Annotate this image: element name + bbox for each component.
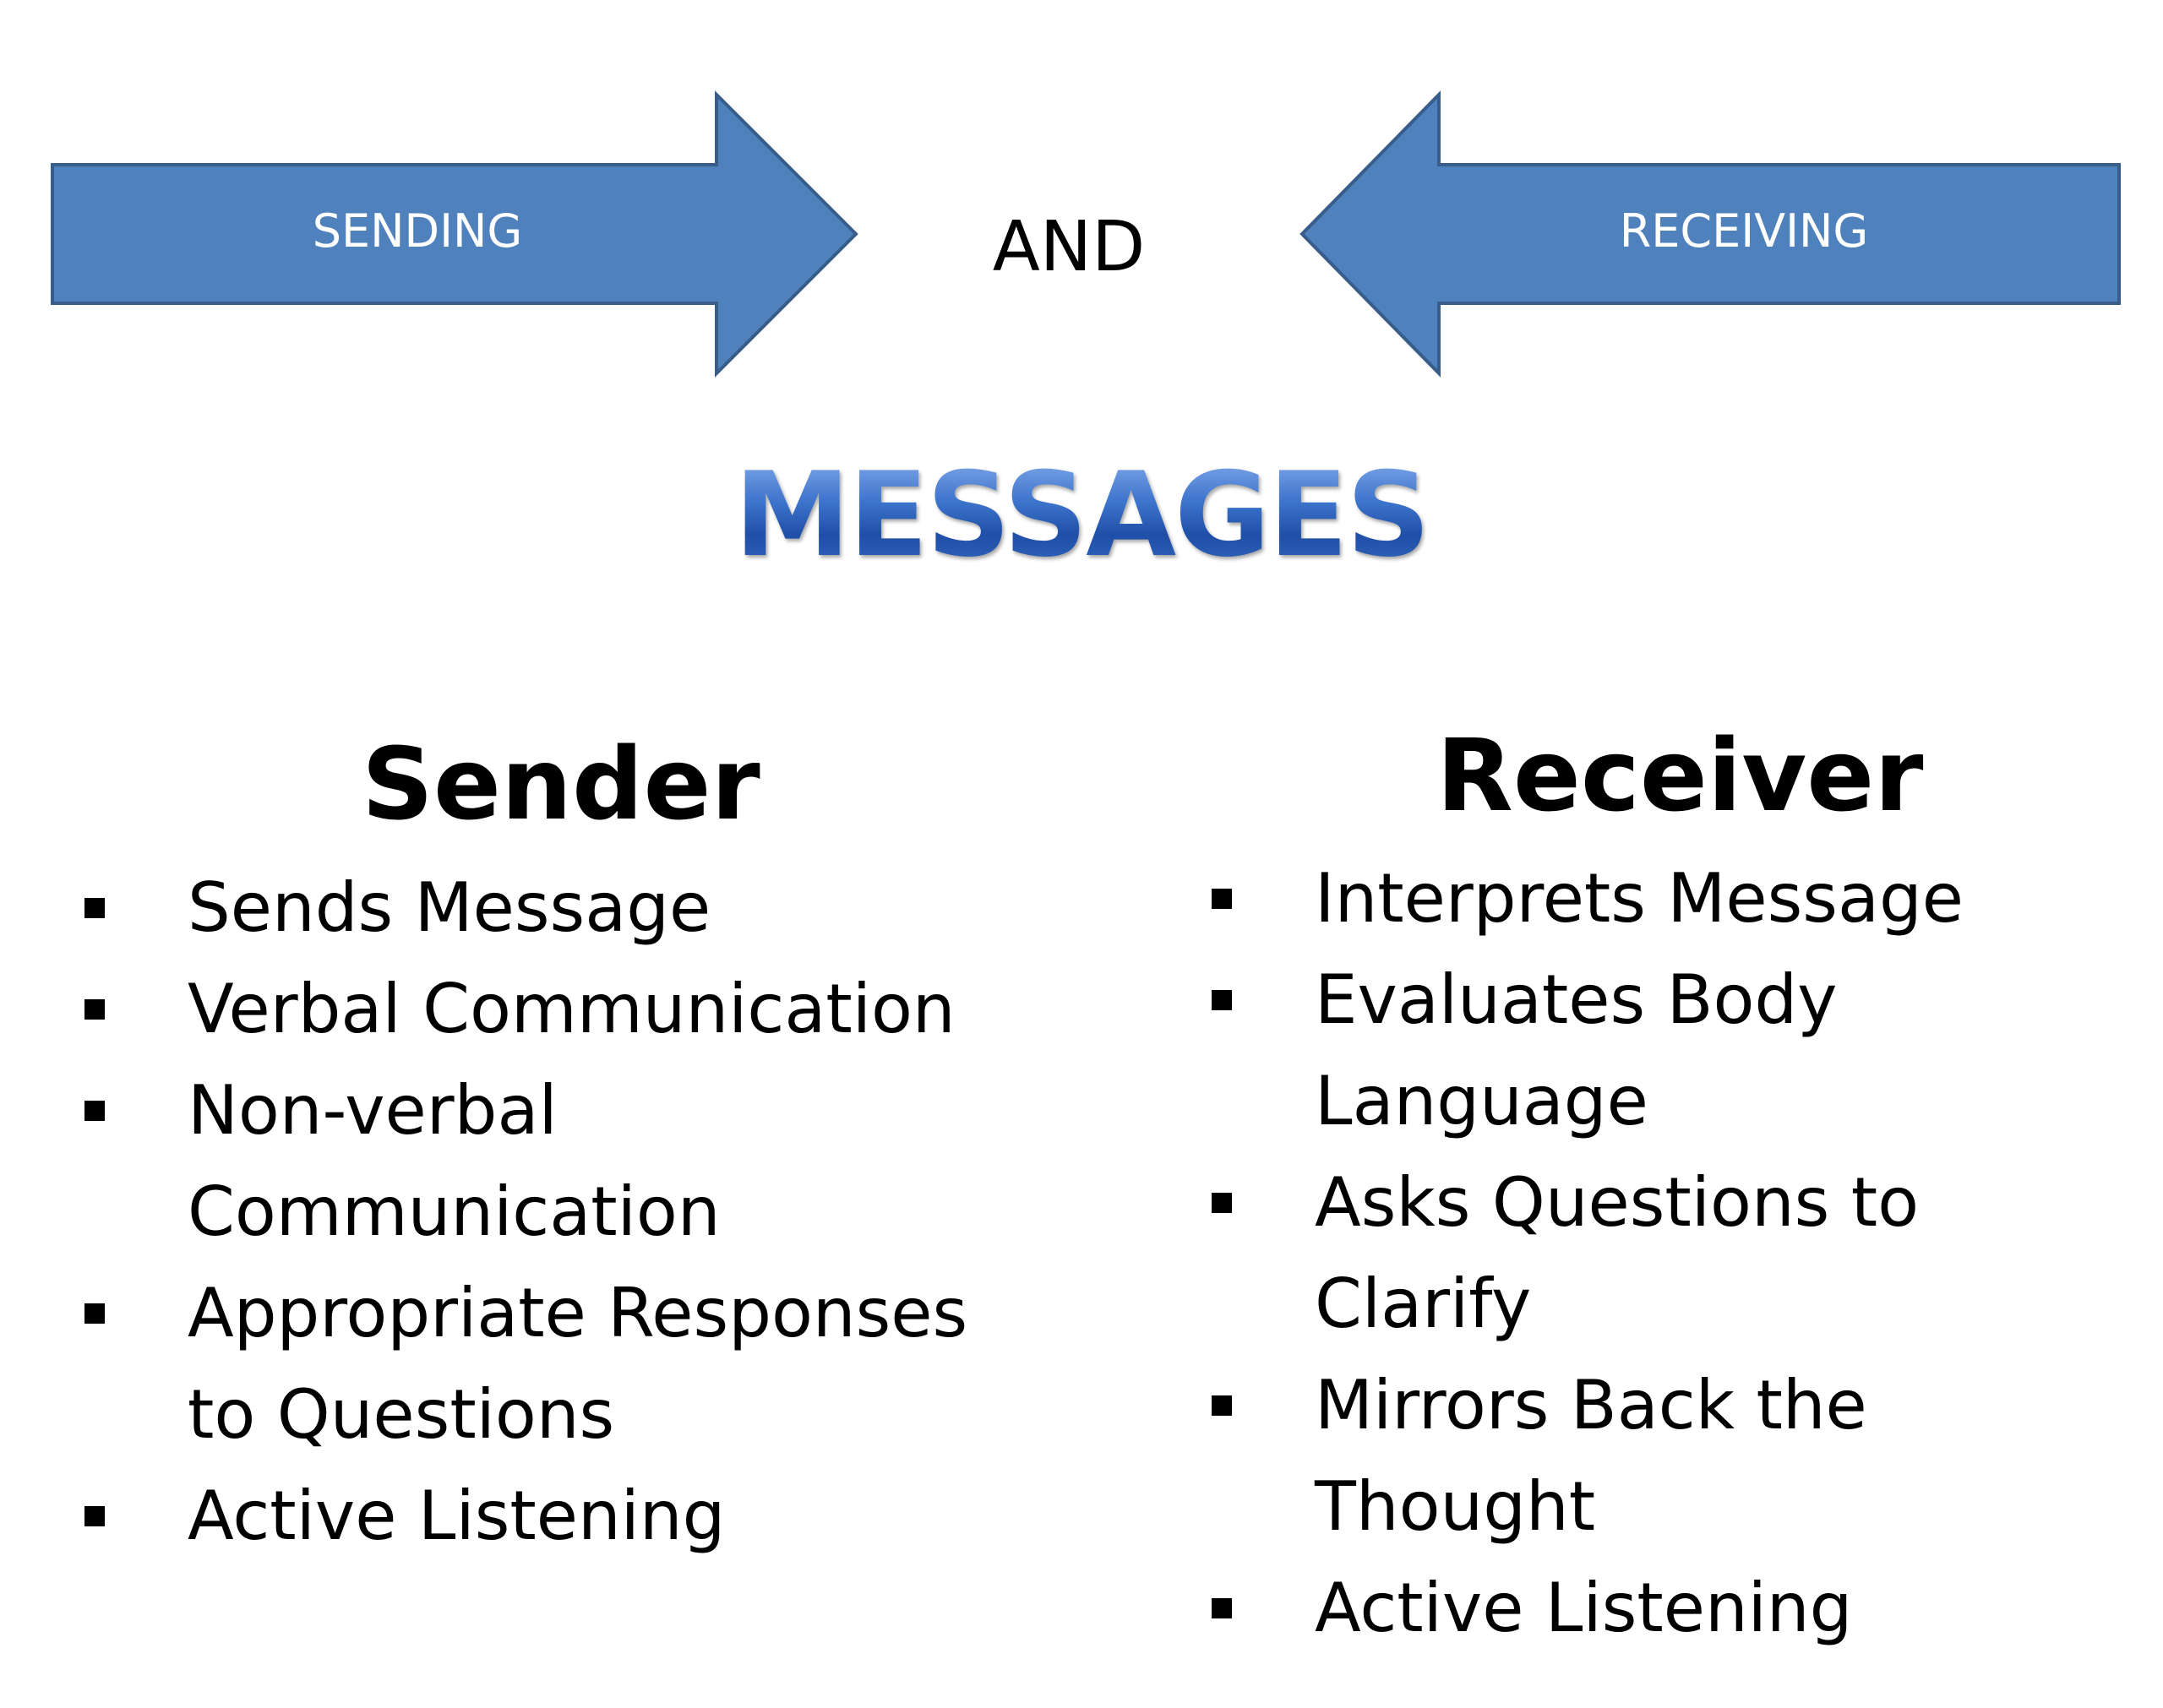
sending-arrow [51, 90, 858, 378]
receiving-label: RECEIVING [1619, 204, 1869, 258]
list-item: Interprets Message [1203, 848, 2149, 949]
list-item: Active Listening [1203, 1558, 2149, 1659]
square-bullet-icon [1212, 990, 1232, 1010]
list-item: Non-verbal Communication [76, 1060, 1048, 1263]
list-item-text: Evaluates Body Language [1315, 960, 1838, 1140]
square-bullet-icon [84, 1303, 105, 1324]
square-bullet-icon [84, 1506, 105, 1526]
list-item-text: Appropriate Responses to Questions [188, 1274, 968, 1454]
sender-heading: Sender [362, 726, 760, 842]
and-label: AND [992, 207, 1146, 287]
square-bullet-icon [1212, 889, 1232, 909]
square-bullet-icon [84, 999, 105, 1020]
square-bullet-icon [1212, 1598, 1232, 1618]
list-item: Evaluates Body Language [1203, 949, 2149, 1152]
receiving-arrow [1299, 90, 2121, 378]
list-item-text: Asks Questions to Clarify [1315, 1163, 1920, 1343]
square-bullet-icon [1212, 1395, 1232, 1416]
list-item: Asks Questions to Clarify [1203, 1152, 2149, 1355]
sender-list: Sends Message Verbal Communication Non-v… [76, 857, 1048, 1567]
square-bullet-icon [1212, 1193, 1232, 1213]
arrows-diagram [51, 90, 2121, 378]
list-item: Mirrors Back the Thought [1203, 1355, 2149, 1558]
list-item-text: Active Listening [1315, 1569, 1853, 1647]
list-item-text: Active Listening [188, 1477, 726, 1555]
list-item-text: Verbal Communication [188, 970, 956, 1048]
list-item-text: Non-verbal Communication [188, 1071, 721, 1251]
list-item: Sends Message [76, 857, 1048, 959]
square-bullet-icon [84, 898, 105, 918]
receiver-list: Interprets Message Evaluates Body Langua… [1203, 848, 2149, 1659]
list-item-text: Sends Message [188, 868, 711, 947]
list-item: Active Listening [76, 1466, 1048, 1567]
list-item: Verbal Communication [76, 959, 1048, 1060]
list-item-text: Mirrors Back the Thought [1315, 1366, 1867, 1546]
square-bullet-icon [84, 1101, 105, 1121]
list-item-text: Interprets Message [1315, 859, 1964, 938]
list-item: Appropriate Responses to Questions [76, 1263, 1048, 1466]
messages-title: MESSAGES [659, 448, 1504, 583]
sending-label: SENDING [312, 204, 523, 258]
receiver-heading: Receiver [1436, 717, 1924, 834]
